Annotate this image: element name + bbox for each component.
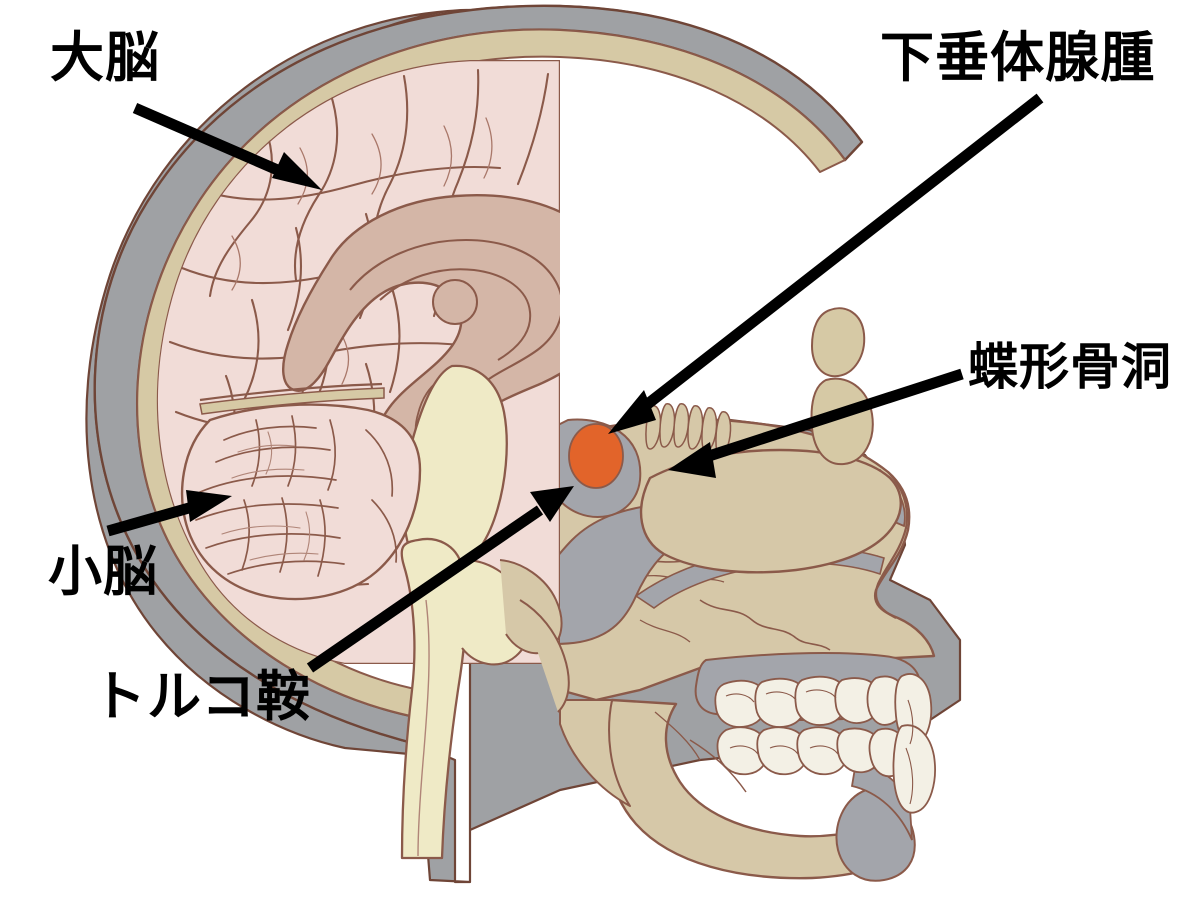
label-pituitary-adenoma: 下垂体腺腫 (880, 26, 1156, 89)
cerebellum-group (180, 403, 422, 601)
orbital-sphenoid-wing (810, 307, 874, 466)
arrow-sella-turcica (306, 486, 574, 673)
label-cerebellum: 小脳 (48, 540, 159, 603)
brainstem-spinal-cord (400, 537, 570, 860)
sphenoid-sinus-cavity (639, 448, 902, 574)
label-cerebrum: 大脳 (50, 26, 161, 89)
cerebrum-group (156, 60, 561, 664)
arrow-cerebellum (106, 490, 232, 537)
annotation-arrows (106, 93, 1044, 673)
pituitary-tumor (568, 423, 624, 489)
arrow-cerebrum (132, 102, 322, 190)
teeth-group (714, 673, 936, 814)
arrow-pituitary-adenoma (608, 93, 1044, 434)
label-sphenoid-sinus: 蝶形骨洞 (968, 338, 1172, 396)
arrow-sphenoid-sinus (668, 368, 964, 478)
label-sella-turcica: トルコ鞍 (92, 665, 312, 728)
